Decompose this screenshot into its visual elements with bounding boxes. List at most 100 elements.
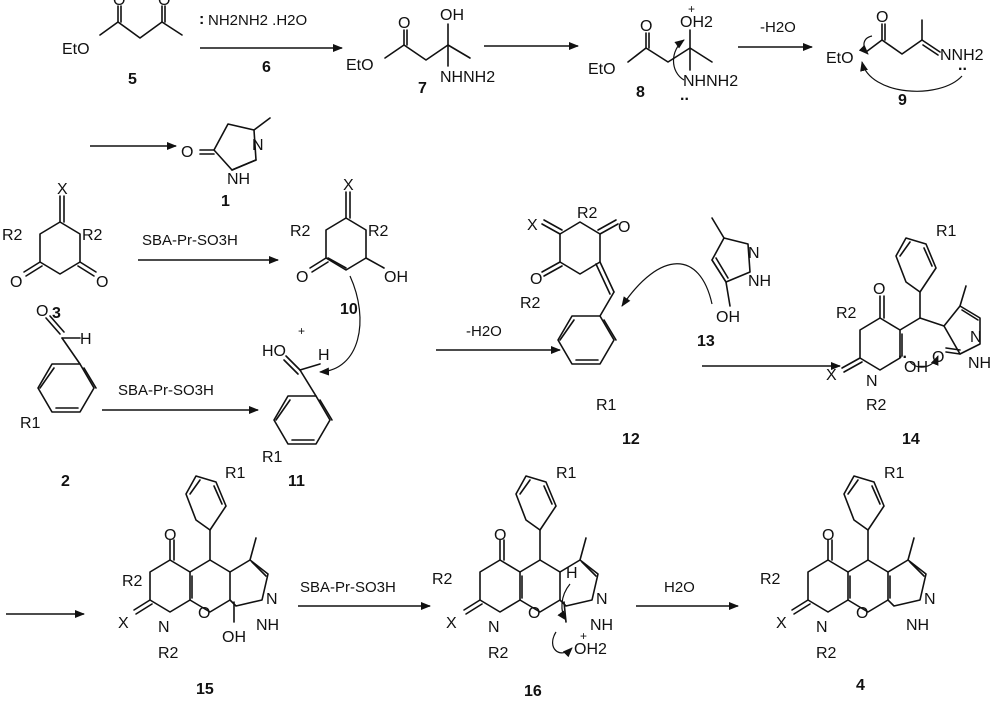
atom-eto: EtO [588,61,616,78]
reagent-catalyst: SBA-Pr-SO3H [142,232,238,249]
compound-label-1: 1 [221,193,230,210]
step-tautomerization: SBA-Pr-SO3H [138,232,279,264]
plus-charge: + [298,324,305,338]
atom-r2: R2 [82,227,103,244]
atom-ho: HO [262,343,286,360]
atom-n: N [866,373,878,390]
atom-o: O [494,527,506,544]
atom-r2: R2 [577,205,598,222]
compound-14: O R2 X N R2 OH .. R1 N NH O 14 [826,223,991,448]
atom-r1: R1 [596,397,617,414]
atom-n: N [488,619,500,636]
atom-n: N [158,619,170,636]
compound-label-12: 12 [622,431,640,448]
compound-label-8: 8 [636,84,645,101]
atom-n: N [596,591,608,608]
atom-r1: R1 [225,465,246,482]
atom-o: O [618,219,630,236]
atom-r2: R2 [488,645,509,662]
atom-o: O [36,303,48,320]
atom-r2: R2 [520,295,541,312]
compound-12: R2 X O R2 O R1 12 [520,205,640,448]
compound-3: X R2 R2 O O 3 [2,181,108,322]
reagent-catalyst: SBA-Pr-SO3H [300,579,396,596]
atom-nnh2: NNH2 [940,47,984,64]
step-dehydration-1: -H2O [738,19,813,51]
reagent-water: H2O [664,579,695,596]
atom-o: O [10,274,22,291]
atom-o: O [96,274,108,291]
atom-r2: R2 [760,571,781,588]
compound-4: O R2 X N R2 O R1 N NH 4 [760,465,936,694]
atom-oh: OH [384,269,408,286]
atom-h: H [80,331,92,348]
atom-o: O [296,269,308,286]
atom-n: N [970,329,982,346]
compound-label-4: 4 [856,677,865,694]
atom-o: O [113,0,125,9]
reagent-minus-water: -H2O [466,323,502,340]
atom-r2: R2 [122,573,143,590]
atom-x: X [118,615,129,632]
atom-x: X [527,217,538,234]
step-hydrazine-addition: : NH2NH2 .H2O 6 [199,11,343,76]
compound-10: X R2 R2 O OH 10 [290,177,408,376]
compound-label-3: 3 [52,305,61,322]
compound-8: O + OH2 EtO NHNH2 .. 8 [588,2,738,104]
atom-r2: R2 [836,305,857,322]
lone-pair-dots: .. [680,87,689,104]
plus-charge: + [580,629,587,643]
atom-oh: OH [440,7,464,24]
atom-nh: NH [256,617,279,634]
atom-o: O [640,18,652,35]
lone-pair-dots: .. [958,57,967,74]
atom-o: O [164,527,176,544]
atom-x: X [826,367,837,384]
compound-label-6: 6 [262,59,271,76]
atom-n: N [252,137,264,154]
atom-o: O [876,9,888,26]
atom-n: N [924,591,936,608]
atom-r1: R1 [20,415,41,432]
atom-r2: R2 [290,223,311,240]
reagent-minus-water: -H2O [760,19,796,36]
atom-eto: EtO [826,50,854,67]
atom-n: N [816,619,828,636]
atom-o: O [873,281,885,298]
compound-label-14: 14 [902,431,920,448]
atom-nh: NH [968,355,991,372]
compound-16: O R2 X N R2 O R1 H N NH + OH2 16 [432,465,613,700]
lone-pair-dots: .. [898,345,907,362]
compound-9: O EtO NNH2 .. 9 [826,9,984,109]
atom-oh: OH [716,309,740,326]
step-protonation: SBA-Pr-SO3H [298,579,431,610]
compound-7: O OH EtO NHNH2 7 [346,7,495,97]
hydrazine-reagent: NH2NH2 .H2O [208,12,307,29]
compound-label-9: 9 [898,92,907,109]
compound-label-15: 15 [196,681,214,698]
compound-5: O O EtO 5 [62,0,183,88]
atom-nh: NH [227,171,250,188]
atom-oh: OH [904,359,928,376]
compound-label-2: 2 [61,473,70,490]
step-activation: SBA-Pr-SO3H [102,382,259,414]
atom-h: H [318,347,330,364]
compound-label-5: 5 [128,71,137,88]
compound-11: + HO H R1 11 [262,324,333,490]
step-knoevenagel: -H2O [436,323,561,354]
atom-o: O [158,0,170,9]
atom-o: O [932,349,944,366]
atom-r2: R2 [432,571,453,588]
atom-nhnh2: NHNH2 [683,73,738,90]
atom-r2: R2 [866,397,887,414]
atom-r2: R2 [2,227,23,244]
atom-n: N [266,591,278,608]
atom-o: O [198,605,210,622]
compound-label-16: 16 [524,683,542,700]
atom-oh2: OH2 [574,641,607,658]
atom-oh2: OH2 [680,14,713,31]
compound-1: O N NH 1 [181,117,271,210]
atom-n: N [748,245,760,262]
